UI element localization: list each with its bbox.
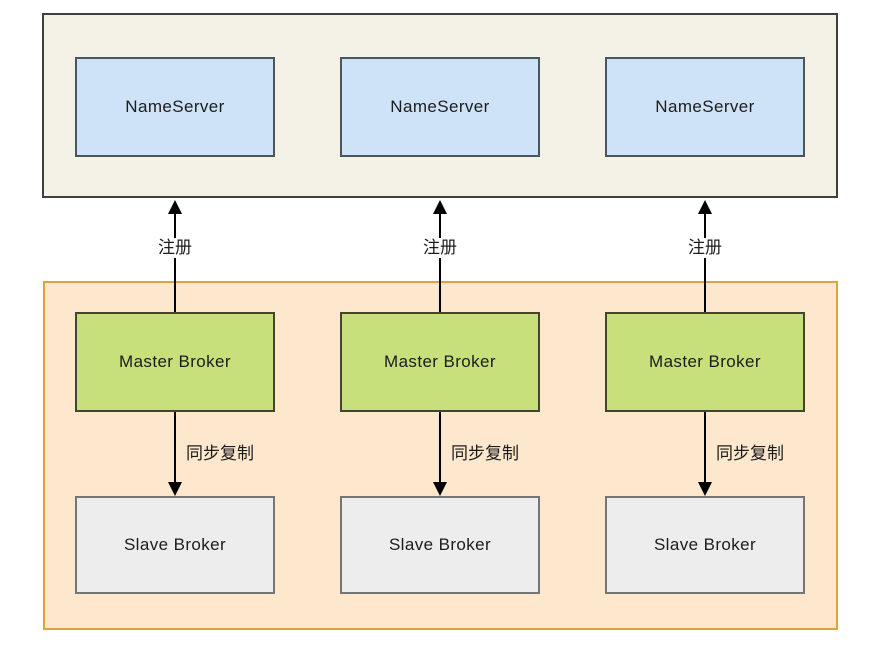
sync-replication-label: 同步复制 bbox=[716, 444, 784, 463]
master-broker-box: Master Broker bbox=[605, 312, 805, 412]
register-label: 注册 bbox=[686, 238, 724, 258]
register-arrow-up-icon bbox=[698, 200, 712, 312]
register-label: 注册 bbox=[421, 238, 459, 258]
sync-arrow-down-icon bbox=[433, 412, 447, 496]
nameserver-box: NameServer bbox=[340, 57, 540, 157]
master-broker-box: Master Broker bbox=[75, 312, 275, 412]
nameserver-box: NameServer bbox=[605, 57, 805, 157]
register-arrow-up-icon bbox=[168, 200, 182, 312]
slave-broker-box: Slave Broker bbox=[340, 496, 540, 594]
register-arrow-up-icon bbox=[433, 200, 447, 312]
nameserver-box: NameServer bbox=[75, 57, 275, 157]
sync-replication-label: 同步复制 bbox=[186, 444, 254, 463]
slave-broker-box: Slave Broker bbox=[75, 496, 275, 594]
sync-replication-label: 同步复制 bbox=[451, 444, 519, 463]
sync-arrow-down-icon bbox=[698, 412, 712, 496]
slave-broker-box: Slave Broker bbox=[605, 496, 805, 594]
register-label: 注册 bbox=[156, 238, 194, 258]
master-broker-box: Master Broker bbox=[340, 312, 540, 412]
sync-arrow-down-icon bbox=[168, 412, 182, 496]
